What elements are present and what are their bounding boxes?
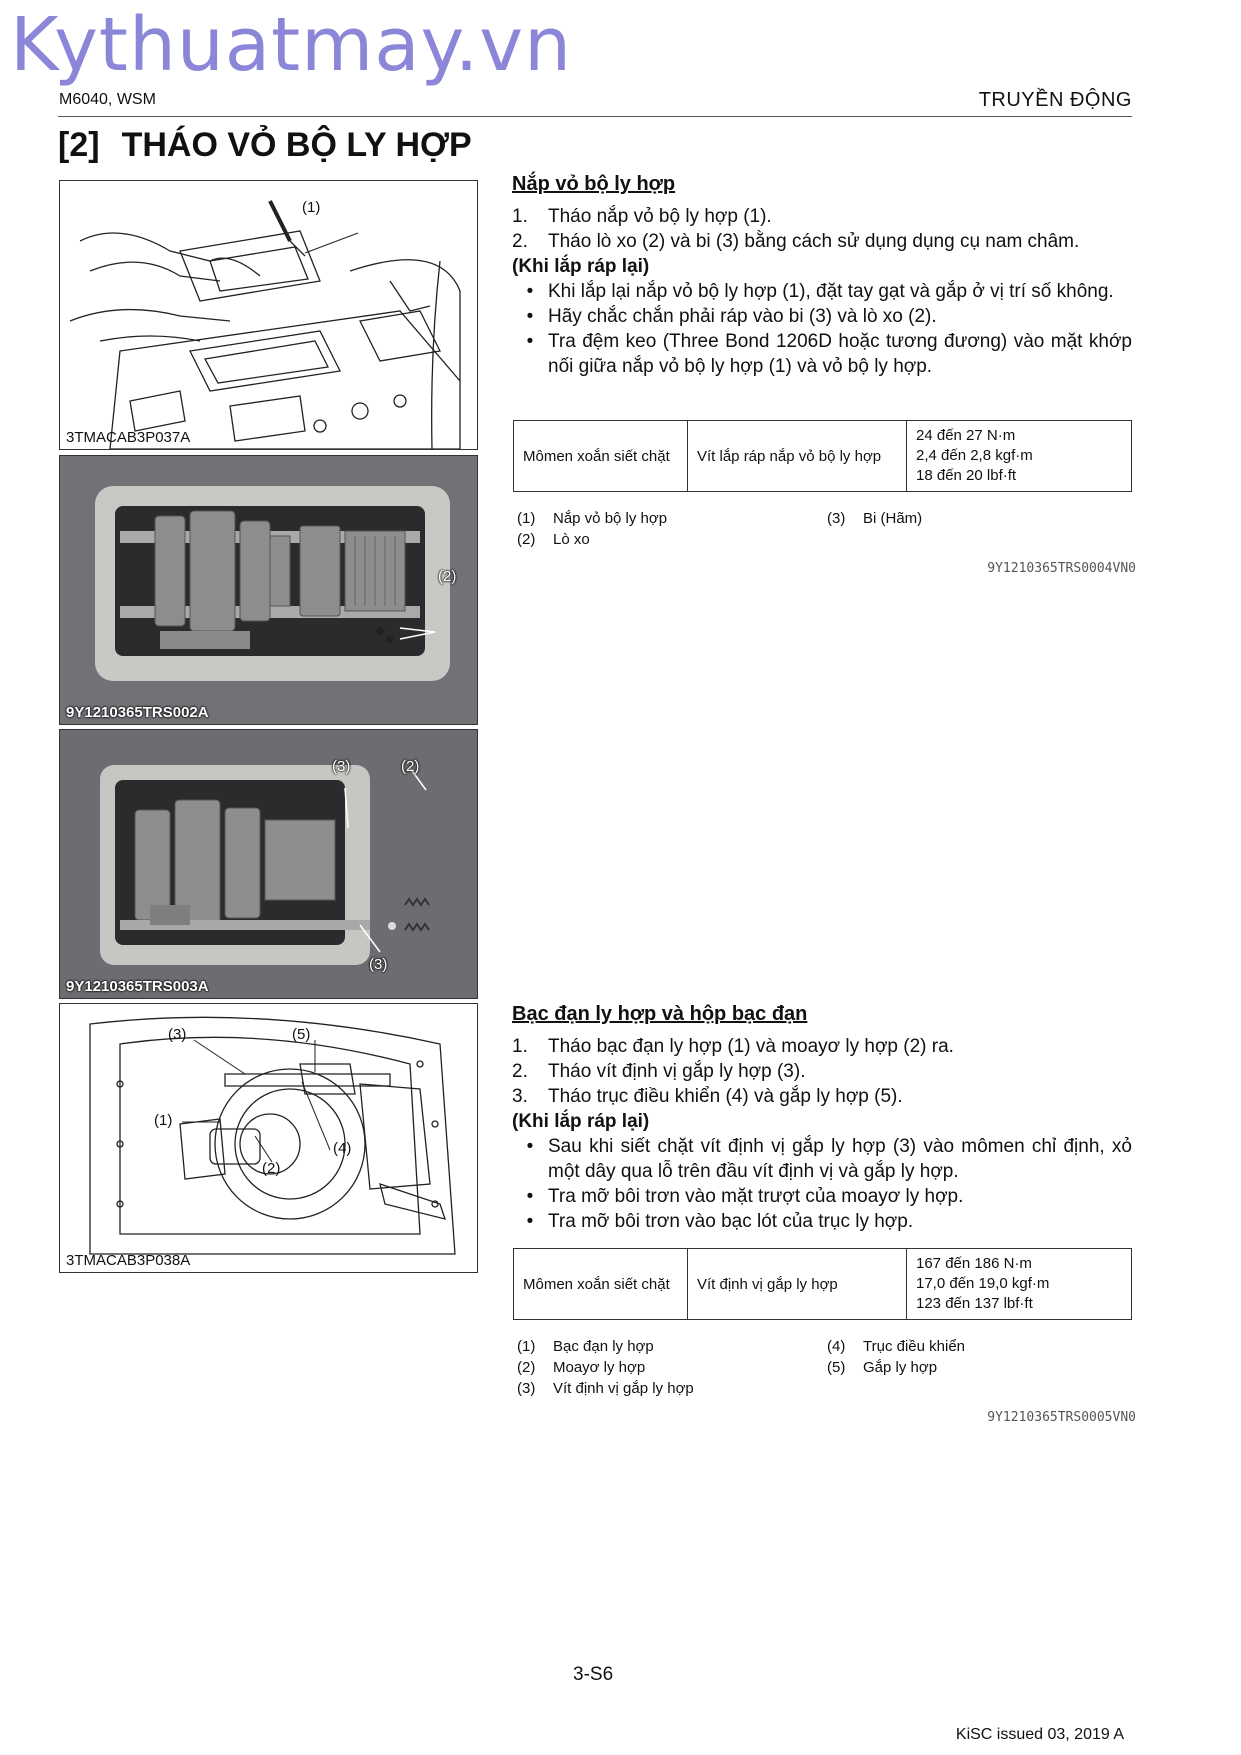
step-item: 2.Tháo lò xo (2) và bi (3) bằng cách sử … [512,231,1080,252]
page-number: 3-S6 [573,1664,614,1685]
section-clutch-bearing: Bạc đạn ly hợp và hộp bạc đạn 1.Tháo bạc… [512,1003,1132,1234]
legend-item: (3)Bi (Hãm) [827,510,923,527]
issue-info: KiSC issued 03, 2019 A [955,1726,1124,1743]
cover-removal-drawing [69,200,461,449]
step-item: 1.Tháo bạc đạn ly hợp (1) và moayơ ly hợ… [512,1036,954,1057]
section-heading: Nắp vỏ bộ ly hợp [512,173,676,195]
bullet-item: •Sau khi siết chặt vít định vị gắp ly hợ… [526,1136,1132,1182]
figure-cover-removal: (1) 3TMACAB3P037A [59,180,478,450]
gearbox-photo-1 [60,456,477,724]
bullet-item: •Hãy chắc chắn phải ráp vào bi (3) và lò… [526,306,937,327]
gearbox-photo-2 [60,730,477,998]
legend-item: (4)Trục điều khiển [827,1338,965,1355]
legend-item: (2)Moayơ ly hợp [517,1359,646,1376]
figure-label: 9Y1210365TRS002A [66,704,209,721]
bullet-list: •Sau khi siết chặt vít định vị gắp ly hợ… [512,1134,1132,1234]
torque-label: Mômen xoắn siết chặt [513,1248,688,1320]
legend-item: (5)Gắp ly hợp [827,1359,938,1376]
torque-table: Mômen xoắn siết chặt Vít lắp ráp nắp vỏ … [513,420,1132,492]
legend-item: (1)Nắp vỏ bộ ly hợp [517,510,668,527]
step-list: 1.Tháo bạc đạn ly hợp (1) và moayơ ly hợ… [512,1034,1132,1109]
section-heading: Bạc đạn ly hợp và hộp bạc đạn [512,1003,808,1025]
callout-2: (2) [401,758,420,775]
watermark: Kythuatmay.vn [10,2,573,88]
legend-item: (3)Vít định vị gắp ly hợp [517,1380,694,1397]
parts-legend: (1)Nắp vỏ bộ ly hợp (2)Lò xo (3)Bi (Hãm) [517,508,1137,553]
figure-gearbox-photo-1: (2) 9Y1210365TRS002A [59,455,478,725]
callout-1: (1) [302,199,321,216]
torque-item: Vít định vị gắp ly hợp [687,1248,907,1320]
parts-legend: (1)Bạc đạn ly hợp (2)Moayơ ly hợp (3)Vít… [517,1336,1137,1402]
section-number: [2] [58,126,100,164]
step-item: 2.Tháo vít định vị gắp ly hợp (3). [512,1061,806,1082]
bearing-drawing [89,1016,456,1255]
reassembly-heading: (Khi lắp ráp lại) [512,1111,650,1132]
callout-5: (5) [292,1026,311,1043]
callout-2: (2) [438,568,457,585]
figure-gearbox-photo-2: (3) (2) (3) 9Y1210365TRS003A [59,729,478,999]
legend-item: (2)Lò xo [517,531,590,548]
figure-bearing-drawing: (3) (5) (1) (4) (2) 3TMACAB3P038A [59,1003,478,1273]
torque-table: Mômen xoắn siết chặt Vít định vị gắp ly … [513,1248,1132,1320]
bullet-item: •Tra mỡ bôi trơn vào mặt trượt của moayơ… [526,1186,964,1207]
page-title: [2] THÁO VỎ BỘ LY HỢP [58,126,472,165]
callout-2: (2) [262,1160,281,1177]
bullet-item: •Khi lắp lại nắp vỏ bộ ly hợp (1), đặt t… [526,281,1114,302]
torque-values: 167 đến 186 N·m 17,0 đến 19,0 kgf·m 123 … [906,1248,1132,1320]
bullet-list: •Khi lắp lại nắp vỏ bộ ly hợp (1), đặt t… [512,279,1132,379]
torque-values: 24 đến 27 N·m 2,4 đến 2,8 kgf·m 18 đến 2… [906,420,1132,492]
section-title: THÁO VỎ BỘ LY HỢP [121,126,472,164]
bullet-item: •Tra đệm keo (Three Bond 1206D hoặc tươn… [526,331,1132,377]
manual-model: M6040, WSM [59,91,156,108]
callout-3-top: (3) [332,758,351,775]
step-list: 1.Tháo nắp vỏ bộ ly hợp (1). 2.Tháo lò x… [512,204,1132,254]
legend-item: (1)Bạc đạn ly hợp [517,1338,654,1355]
chapter-title: TRUYỀN ĐỘNG [978,89,1132,111]
torque-label: Mômen xoắn siết chặt [513,420,688,492]
callout-3-bottom: (3) [369,956,388,973]
torque-item: Vít lắp ráp nắp vỏ bộ ly hợp [687,420,907,492]
reference-code: 9Y1210365TRS0004VN0 [987,561,1136,576]
callout-3: (3) [168,1026,187,1043]
reference-code: 9Y1210365TRS0005VN0 [987,1410,1136,1425]
header-divider [58,116,1132,117]
step-item: 3.Tháo trục điều khiển (4) và gắp ly hợp… [512,1086,903,1107]
bullet-item: •Tra mỡ bôi trơn vào bạc lót của trục ly… [526,1211,914,1232]
callout-4: (4) [333,1140,352,1157]
section-clutch-cover: Nắp vỏ bộ ly hợp 1.Tháo nắp vỏ bộ ly hợp… [512,173,1132,379]
figure-label: 3TMACAB3P038A [66,1252,191,1269]
figure-label: 9Y1210365TRS003A [66,978,209,995]
figure-label: 3TMACAB3P037A [66,429,191,446]
step-item: 1.Tháo nắp vỏ bộ ly hợp (1). [512,206,772,227]
callout-1: (1) [154,1112,173,1129]
reassembly-heading: (Khi lắp ráp lại) [512,256,650,277]
